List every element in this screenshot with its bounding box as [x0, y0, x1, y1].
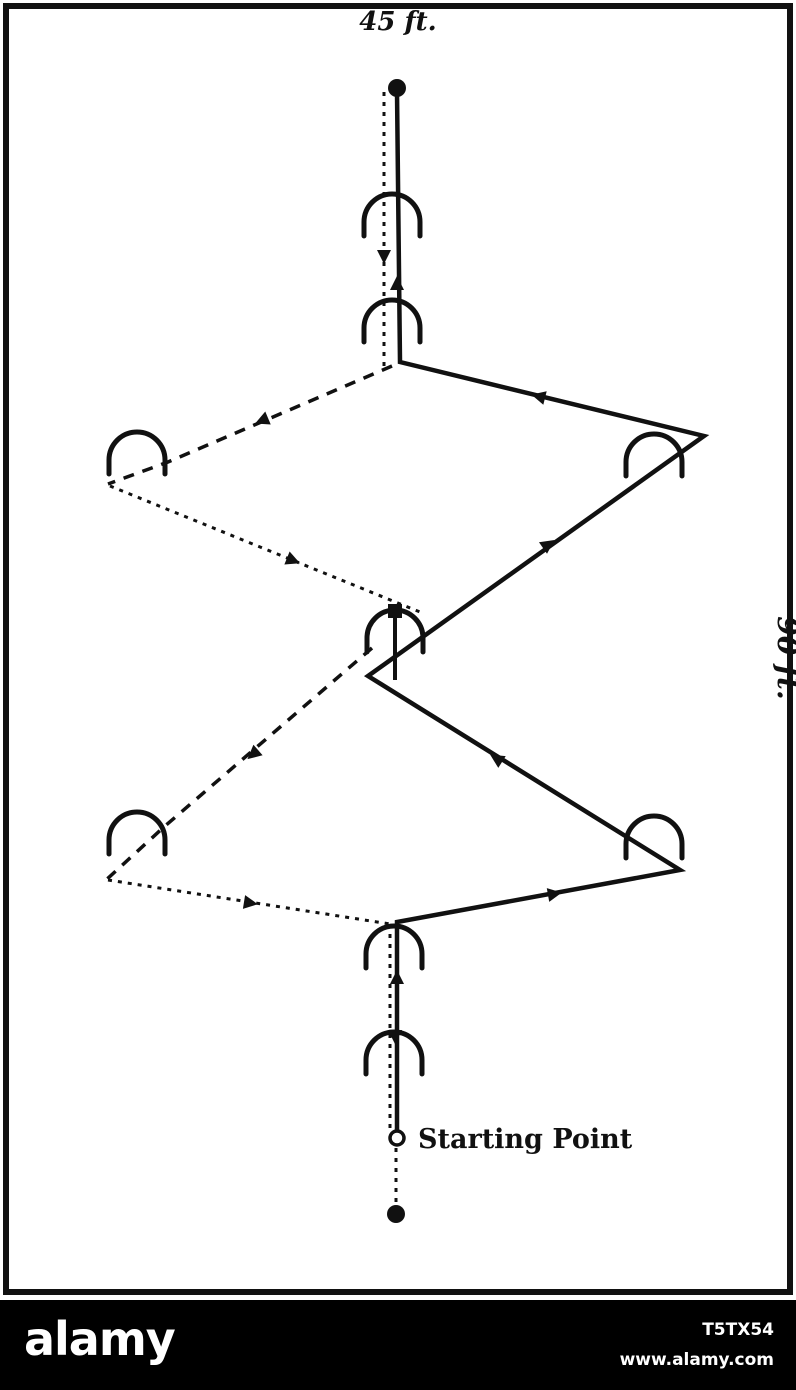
arch-hurdle-icon [364, 194, 420, 236]
bottom-end-dot [387, 1205, 405, 1223]
arch-hurdle-icon [109, 432, 165, 474]
arrowhead-icon [490, 754, 506, 768]
arrowhead-icon [242, 895, 258, 909]
arrowhead-icon [531, 391, 547, 405]
starting-point-label: Starting Point [418, 1124, 633, 1155]
dashed-route-line [104, 646, 374, 882]
starting-point-marker [388, 1129, 406, 1147]
arrowhead-icon [247, 744, 263, 760]
top-end-dot [388, 79, 406, 97]
arch-hurdle-icon [364, 300, 420, 342]
arrowhead-icon [388, 1030, 402, 1044]
dotted-route-line [109, 484, 421, 614]
course-diagram: 45 ft. 90 ft. Starting Point [3, 3, 796, 1295]
arrowhead-icon [390, 970, 404, 984]
arrowhead-icon [538, 539, 555, 554]
image-id-label: T5TX54 [702, 1320, 774, 1340]
brand-logo: alamy [24, 1312, 176, 1366]
top-dimension-label: 45 ft. [359, 7, 436, 37]
arrowhead-icon [390, 276, 404, 290]
side-dimension-label: 90 ft. [771, 616, 796, 699]
solid-route-line [363, 91, 710, 1130]
site-url-link[interactable]: www.alamy.com [619, 1350, 774, 1370]
arrowhead-icon [377, 250, 391, 264]
arrowhead-icon [255, 411, 271, 425]
arrowhead-icon [546, 888, 562, 902]
dashed-route-line [107, 364, 393, 486]
stock-footer: alamy T5TX54 www.alamy.com [0, 1300, 796, 1390]
arch-hurdle-icon [366, 926, 422, 968]
arrowhead-icon [284, 551, 300, 565]
field-border [3, 3, 793, 1295]
